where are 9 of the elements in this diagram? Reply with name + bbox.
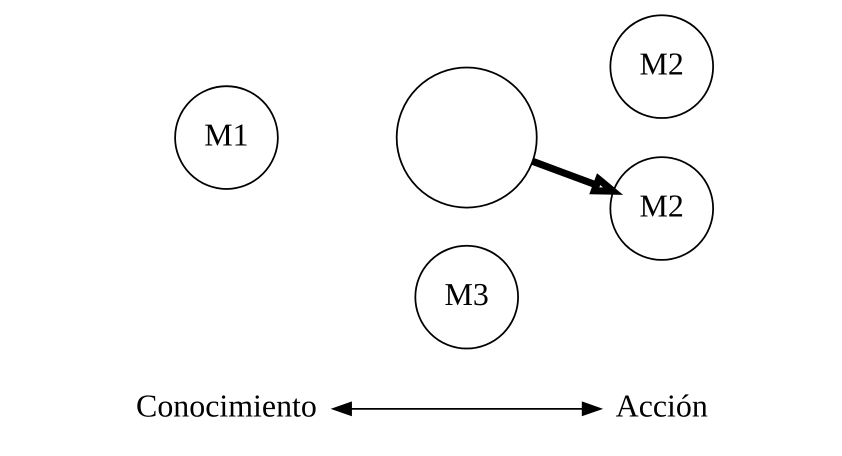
node-circle: M1 [174,85,278,190]
node-circle: M2 [608,14,714,119]
node-circle [395,66,538,208]
node-circle: M3 [414,244,518,350]
arrow [330,401,603,416]
node-circle: M2 [608,156,714,261]
node-text: Conocimiento [136,388,316,424]
arrow [531,158,623,195]
node-text: Acción [615,388,708,424]
